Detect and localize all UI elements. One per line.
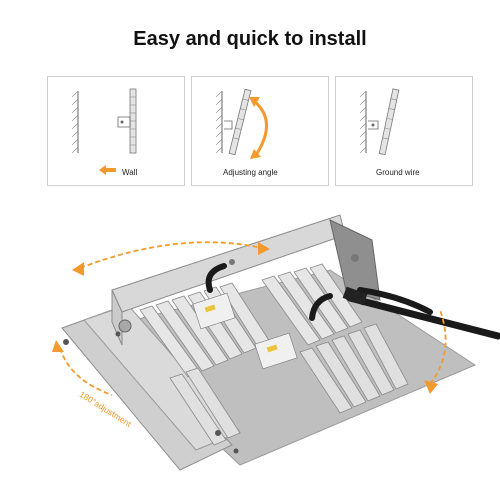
ground-wire-diagram (359, 88, 400, 156)
caption-wall: Wall (122, 168, 138, 177)
install-step-wall: Wall (47, 76, 185, 186)
arrow-left-icon (99, 165, 116, 175)
headline: Easy and quick to install (133, 28, 367, 50)
install-step-adjust: Adjusting angle (191, 76, 329, 186)
adjust-arrows-icon (59, 241, 447, 396)
adjust-angle-diagram (215, 88, 268, 159)
caption-adjust: Adjusting angle (223, 168, 278, 177)
caption-ground: Ground wire (376, 168, 420, 177)
install-step-ground: Ground wire (335, 76, 473, 186)
wall-mount-diagram (71, 88, 137, 175)
floodlight-illustration (52, 214, 500, 471)
rotate-arrow-icon (249, 97, 268, 159)
